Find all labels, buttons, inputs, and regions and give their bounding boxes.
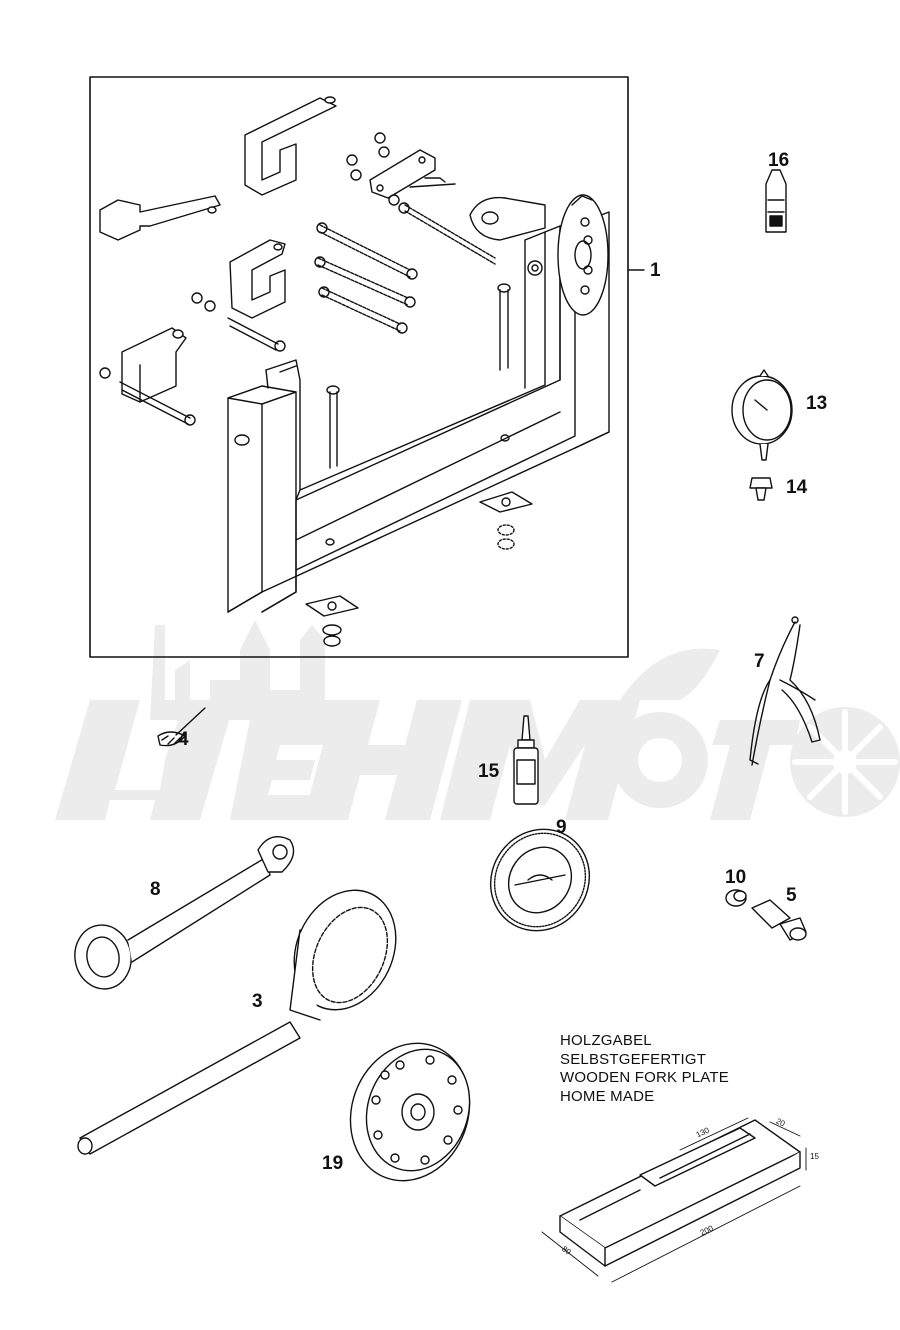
long-bolts	[99, 204, 496, 426]
stand-rear-u	[265, 225, 561, 501]
callout-3: 3	[252, 991, 263, 1012]
item15-bottle	[513, 715, 539, 805]
dim-15: 15	[810, 1152, 819, 1161]
item5-bolt	[751, 899, 807, 941]
callout-19: 19	[322, 1153, 344, 1174]
callout-5: 5	[786, 885, 797, 906]
dimension-lines	[541, 1117, 807, 1283]
item3-clutch-holder	[77, 889, 397, 1155]
callout-9: 9	[556, 817, 567, 838]
callout-13: 13	[806, 393, 828, 414]
item7-circlip-pliers	[749, 616, 821, 766]
note-line-3: WOODEN FORK PLATE	[560, 1069, 729, 1086]
callout-16: 16	[768, 150, 790, 171]
item14-adapter	[749, 477, 773, 501]
item10-sleeve	[725, 889, 747, 907]
note-line-4: HOME MADE	[560, 1087, 655, 1105]
watermark	[55, 620, 900, 820]
callout-15: 15	[478, 761, 500, 782]
callout-1: 1	[650, 260, 661, 281]
stand-foot-plates	[305, 491, 533, 647]
note-line-2: SELBSTGEFERTIGT	[560, 1050, 707, 1068]
callout-7: 7	[754, 651, 765, 672]
callout-8: 8	[150, 879, 161, 900]
callout-10: 10	[725, 867, 747, 888]
wooden-fork-plate-note: HOLZGABEL SELBSTGEFERTIGT WOODEN FORK PL…	[560, 1032, 729, 1106]
item19-flywheel-puller	[349, 1042, 471, 1182]
callout-4: 4	[178, 729, 189, 750]
item9-degree-disk	[489, 828, 591, 932]
bracket-parts	[99, 96, 337, 403]
item16-tube	[765, 169, 787, 233]
link-plate	[346, 132, 456, 214]
item1-frame-box	[89, 76, 629, 658]
stand-pivot-disk	[469, 194, 609, 316]
item8-wrench	[74, 836, 295, 990]
stand-front-u	[227, 211, 610, 613]
wooden-fork-plate-drawing	[559, 1119, 801, 1267]
item13-dial-gauge	[731, 369, 793, 461]
note-line-1: HOLZGABEL	[560, 1032, 652, 1049]
item4-tool	[157, 707, 206, 747]
callout-14: 14	[786, 477, 808, 498]
stand-vertical-bolts	[326, 283, 511, 469]
